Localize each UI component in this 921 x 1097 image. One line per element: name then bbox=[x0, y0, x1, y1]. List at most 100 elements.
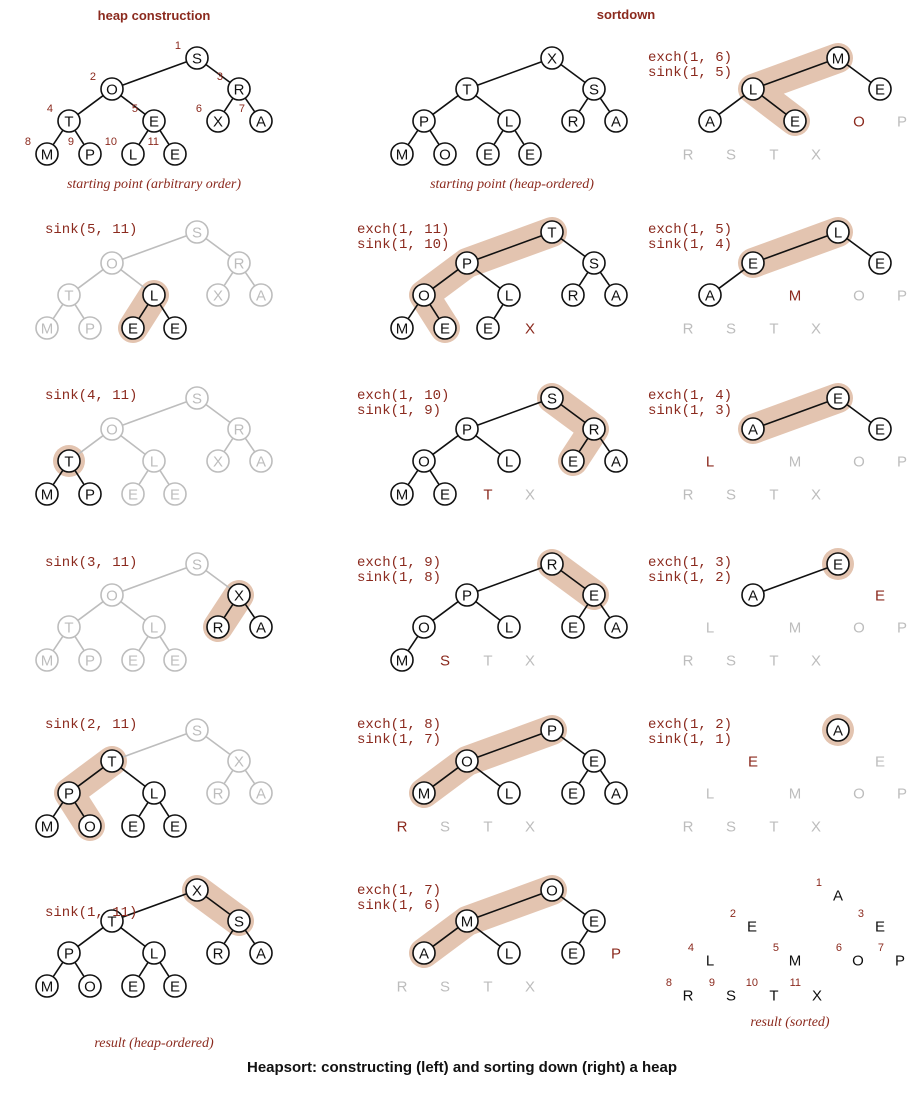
node-circle bbox=[561, 449, 585, 473]
node-circle bbox=[582, 417, 606, 441]
sink-path-highlight bbox=[409, 715, 567, 808]
node-key: E bbox=[170, 979, 180, 996]
node-key: O bbox=[418, 620, 430, 637]
node-circle bbox=[476, 142, 500, 166]
tree-edge bbox=[223, 437, 234, 453]
node-circle bbox=[35, 814, 59, 838]
node-key: O bbox=[853, 288, 865, 305]
heap-node: L4 bbox=[688, 942, 714, 970]
heap-node: E bbox=[163, 482, 187, 506]
heap-node: T bbox=[57, 283, 81, 307]
tree-edge bbox=[432, 434, 459, 456]
tree-edge bbox=[122, 235, 187, 260]
node-key: P bbox=[419, 114, 429, 131]
node-key: S bbox=[726, 147, 736, 164]
node-key: X bbox=[811, 819, 821, 836]
sink-path-highlight bbox=[409, 875, 567, 968]
node-key: E bbox=[149, 114, 159, 131]
heap-node: O bbox=[100, 251, 124, 275]
node-key: M bbox=[41, 321, 54, 338]
heap-node: T bbox=[100, 909, 124, 933]
node-key: E bbox=[128, 653, 138, 670]
node-key: E bbox=[589, 588, 599, 605]
node-key: S bbox=[440, 819, 450, 836]
node-key: E bbox=[568, 786, 578, 803]
tree-edge bbox=[205, 735, 231, 756]
node-key: T bbox=[64, 288, 73, 305]
heap-node: L bbox=[142, 941, 166, 965]
node-key: M bbox=[41, 979, 54, 996]
panel-caption: result (sorted) bbox=[750, 1015, 830, 1030]
node-key: T bbox=[483, 979, 492, 996]
heap-node: E bbox=[121, 814, 145, 838]
heap-node: S bbox=[440, 819, 450, 836]
array-index-label: 9 bbox=[68, 136, 74, 148]
heap-node: M bbox=[826, 46, 850, 70]
node-key: O bbox=[106, 588, 118, 605]
node-circle bbox=[455, 417, 479, 441]
node-key: E bbox=[875, 422, 885, 439]
heap-node: M bbox=[390, 316, 414, 340]
heap-node: O bbox=[853, 454, 865, 471]
operation-label: exch(1, 5) bbox=[648, 222, 732, 238]
tree-edge bbox=[120, 269, 146, 289]
heap-node: R bbox=[683, 487, 694, 504]
heap-node: P bbox=[611, 946, 621, 963]
node-key: A bbox=[611, 288, 621, 305]
node-key: S bbox=[589, 256, 599, 273]
operation-label: sink(1, 3) bbox=[648, 403, 732, 419]
heap-node: L bbox=[706, 454, 714, 471]
heap-node: E bbox=[121, 648, 145, 672]
node-key: A bbox=[705, 114, 715, 131]
heap-node: A7 bbox=[239, 103, 273, 133]
node-circle bbox=[142, 449, 166, 473]
node-circle bbox=[206, 449, 230, 473]
tree-edge bbox=[432, 600, 459, 622]
node-circle bbox=[185, 386, 209, 410]
tree-edge bbox=[560, 237, 586, 258]
node-key: E bbox=[568, 454, 578, 471]
node-circle bbox=[455, 77, 479, 101]
heap-node: E bbox=[741, 251, 765, 275]
tree-edge bbox=[578, 603, 589, 619]
node-circle bbox=[206, 941, 230, 965]
heap-node: X bbox=[206, 283, 230, 307]
heap-node: E11 bbox=[148, 136, 187, 166]
node-key: S bbox=[440, 979, 450, 996]
tree-edge bbox=[560, 735, 586, 756]
tree-edge bbox=[432, 268, 459, 290]
node-circle bbox=[604, 109, 628, 133]
tree-edge bbox=[120, 95, 146, 115]
operation-label: sink(3, 11) bbox=[45, 555, 137, 571]
node-key: O bbox=[439, 147, 451, 164]
node-key: X bbox=[811, 487, 821, 504]
tree-edge bbox=[244, 769, 256, 785]
node-key: E bbox=[875, 754, 885, 771]
node-key: P bbox=[462, 256, 472, 273]
node-key: X bbox=[213, 454, 223, 471]
array-index-label: 4 bbox=[47, 103, 53, 115]
heap-node: X bbox=[525, 321, 535, 338]
node-circle bbox=[57, 781, 81, 805]
node-circle bbox=[582, 749, 606, 773]
node-circle bbox=[412, 283, 436, 307]
node-key: E bbox=[170, 147, 180, 164]
heap-node: L bbox=[142, 781, 166, 805]
heap-node: S bbox=[185, 386, 209, 410]
node-key: S bbox=[547, 391, 557, 408]
node-circle bbox=[57, 283, 81, 307]
node-circle bbox=[826, 220, 850, 244]
heap-node: T bbox=[769, 321, 778, 338]
heap-node: P bbox=[57, 941, 81, 965]
tree-edge bbox=[846, 237, 872, 258]
heap-node: X bbox=[227, 749, 251, 773]
node-circle bbox=[412, 449, 436, 473]
node-key: S bbox=[192, 557, 202, 574]
node-circle bbox=[455, 749, 479, 773]
tree-edge bbox=[475, 269, 501, 289]
heap-node: E bbox=[783, 109, 807, 133]
node-key: R bbox=[213, 946, 224, 963]
heap-node: S bbox=[185, 220, 209, 244]
